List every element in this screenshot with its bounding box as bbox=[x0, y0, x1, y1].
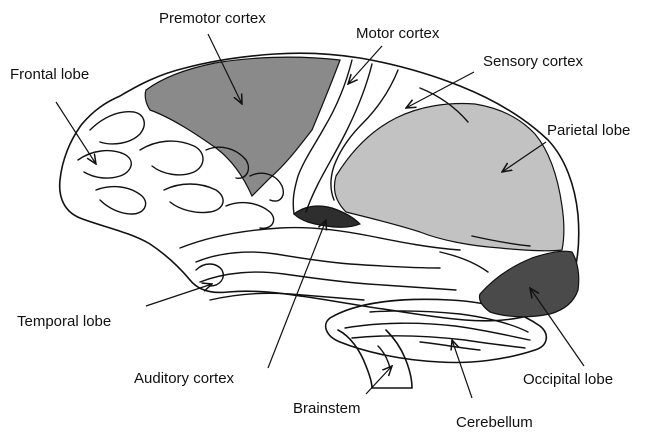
brainstem-label: Brainstem bbox=[293, 400, 361, 417]
brainstem-leader bbox=[366, 366, 392, 394]
frontal-lobe-label: Frontal lobe bbox=[10, 66, 89, 83]
parietal-region bbox=[334, 104, 563, 251]
sensory-cortex-leader bbox=[406, 72, 474, 108]
parietal-lobe-label: Parietal lobe bbox=[547, 122, 630, 139]
temporal-lobe-leader bbox=[146, 284, 212, 306]
frontal-lobe-leader bbox=[56, 102, 96, 164]
occipital-region bbox=[479, 251, 578, 317]
motor-cortex-leader bbox=[348, 46, 382, 84]
motor-cortex-label: Motor cortex bbox=[356, 25, 440, 42]
occipital-lobe-label: Occipital lobe bbox=[523, 371, 613, 388]
auditory-cortex-label: Auditory cortex bbox=[134, 370, 235, 387]
sensory-cortex-label: Sensory cortex bbox=[483, 53, 584, 70]
premotor-cortex-label: Premotor cortex bbox=[159, 10, 266, 27]
cerebellum-label: Cerebellum bbox=[456, 414, 533, 431]
temporal-lobe-label: Temporal lobe bbox=[17, 313, 111, 330]
brainstem-shape bbox=[338, 330, 412, 388]
